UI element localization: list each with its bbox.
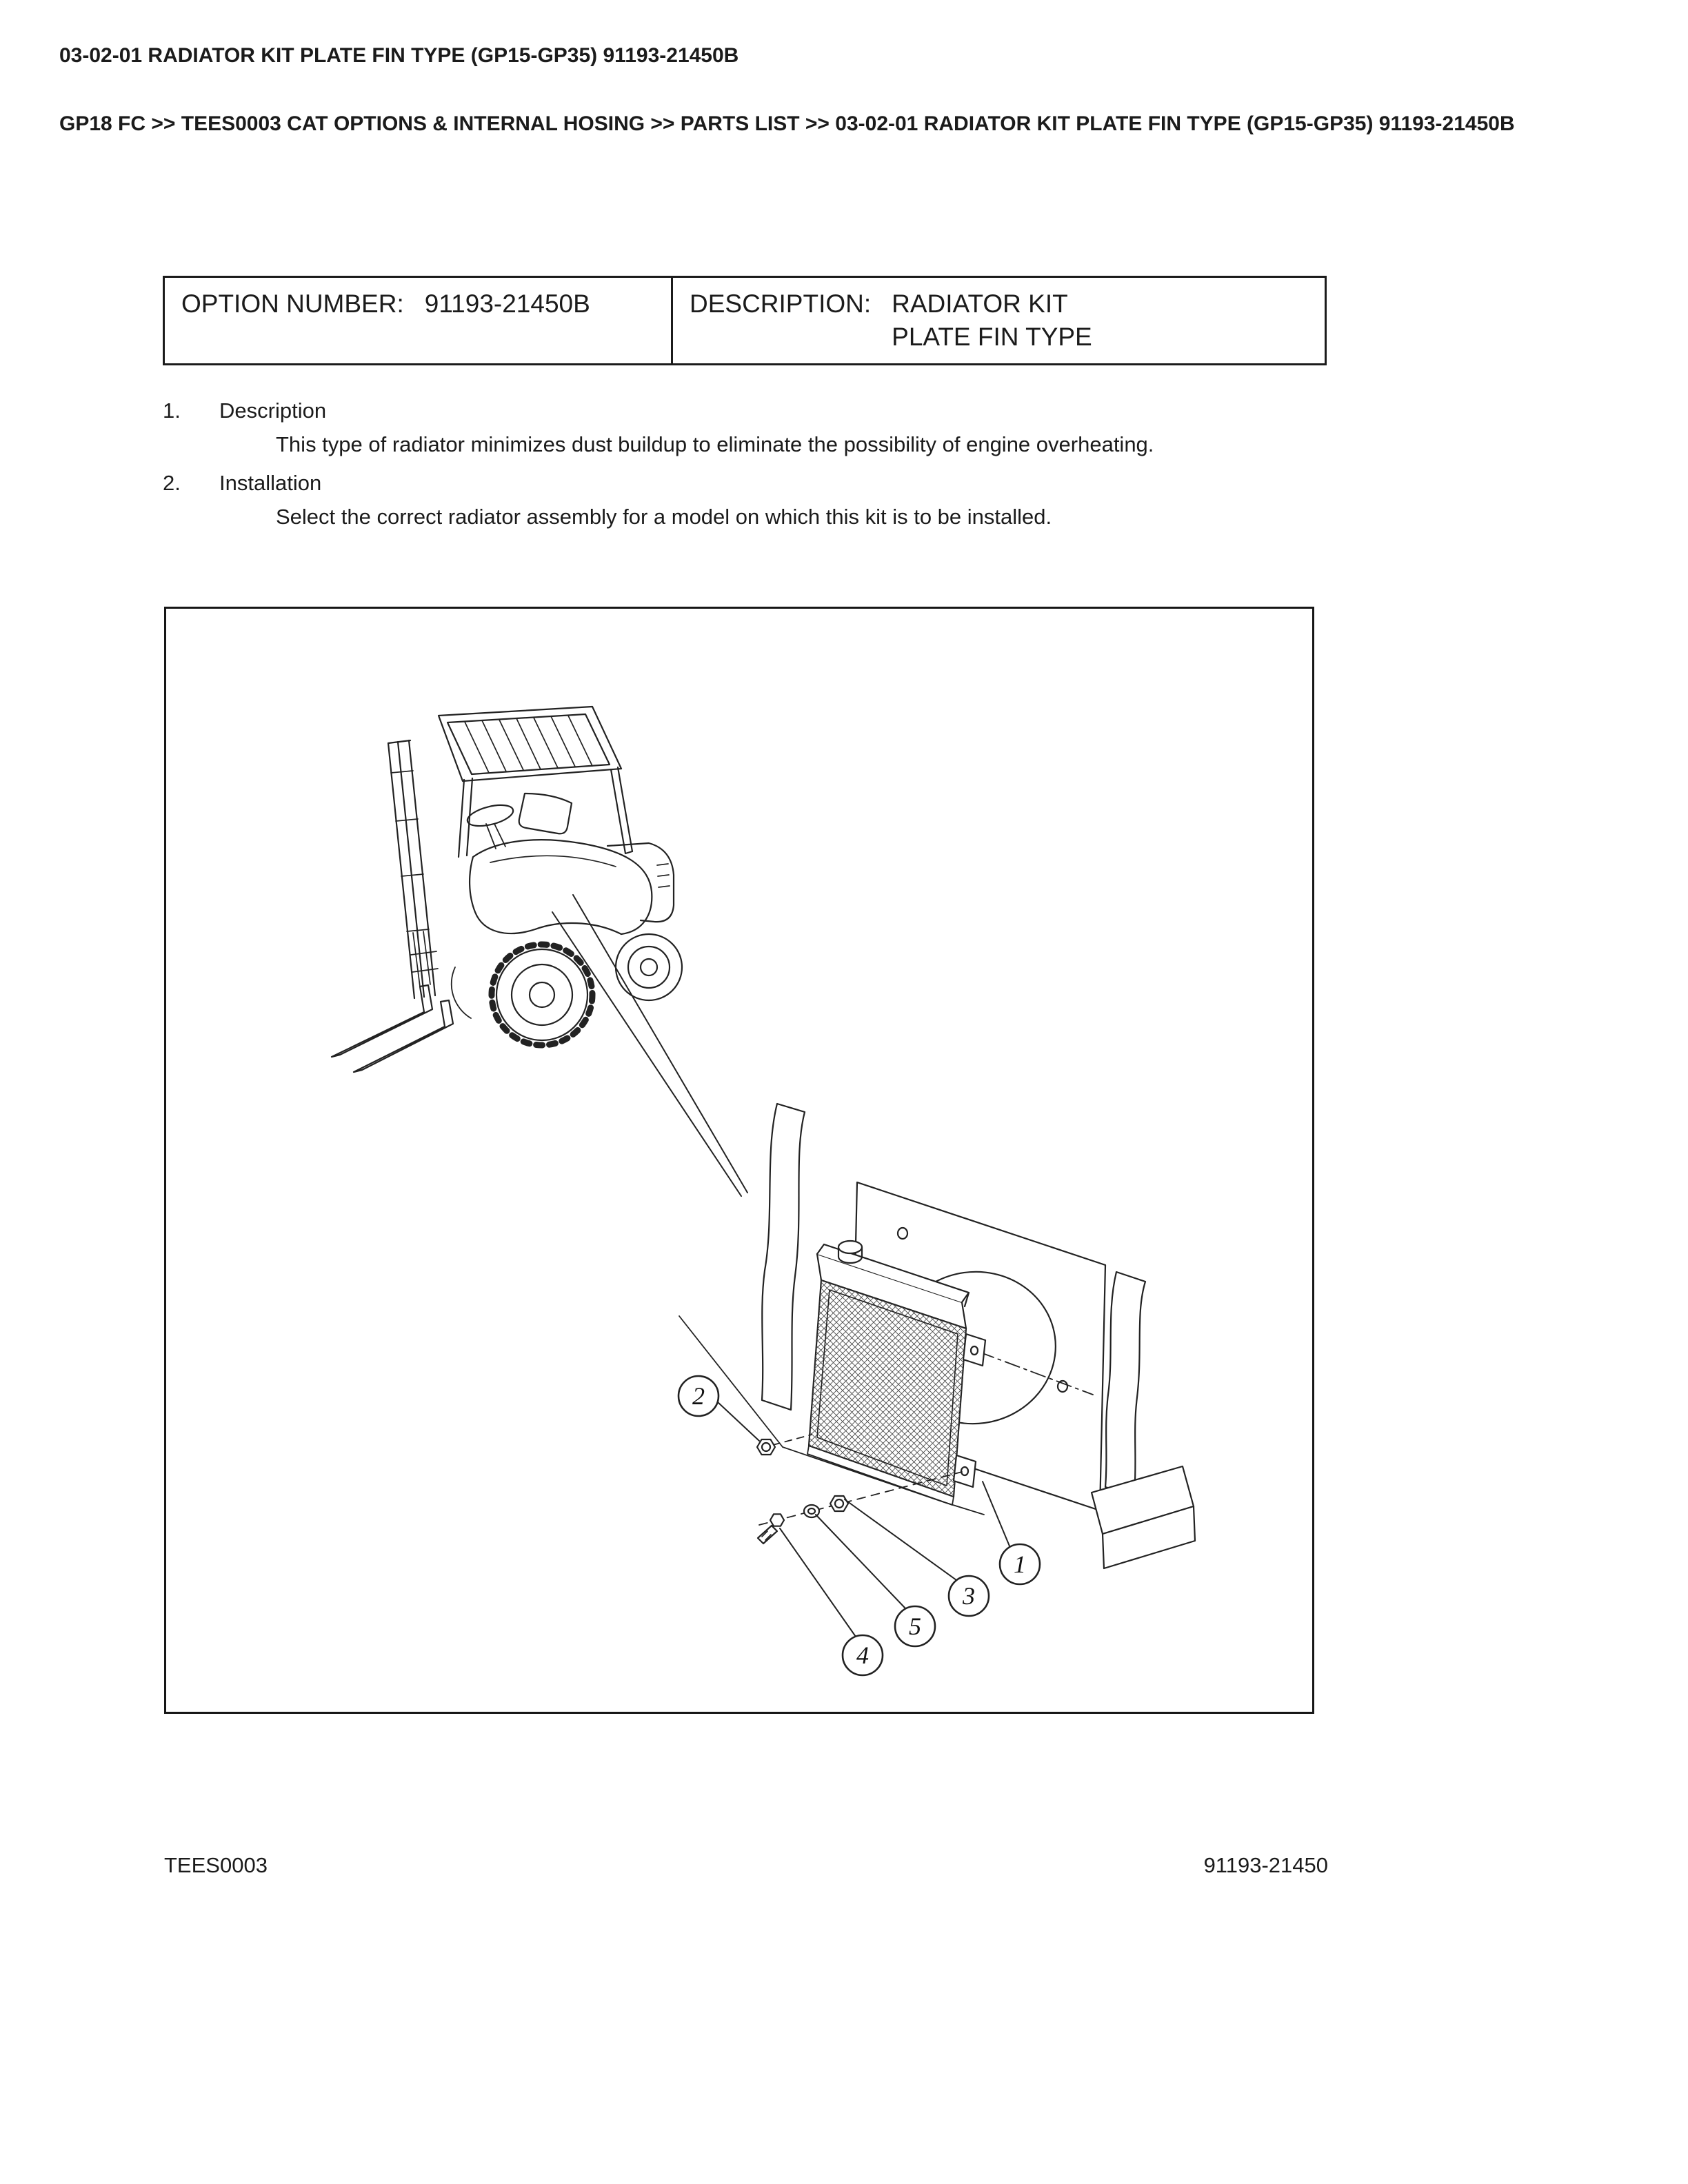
section-title: Description bbox=[219, 398, 327, 423]
description-label: DESCRIPTION: bbox=[690, 290, 872, 318]
radiator-assembly-drawing bbox=[679, 1102, 1196, 1570]
radiator-cap bbox=[837, 1240, 863, 1264]
description-line2: PLATE FIN TYPE bbox=[892, 323, 1092, 352]
option-number-value: 91193-21450B bbox=[424, 290, 590, 318]
forklift-drawing bbox=[330, 705, 683, 1073]
footer-doc-code: TEES0003 bbox=[164, 1853, 268, 1877]
bolt-item-4 bbox=[756, 1513, 785, 1545]
callout-4: 4 bbox=[779, 1528, 884, 1677]
page-footer: TEES0003 91193-21450 bbox=[164, 1853, 1328, 1878]
callout-4-label: 4 bbox=[856, 1641, 869, 1669]
section-body: Select the correct radiator assembly for… bbox=[276, 504, 1052, 529]
option-number-cell: OPTION NUMBER: 91193-21450B bbox=[165, 278, 673, 364]
section-body: This type of radiator minimizes dust bui… bbox=[276, 432, 1154, 456]
description-cell: DESCRIPTION: RADIATOR KIT PLATE FIN TYPE bbox=[673, 278, 1325, 363]
callout-1-label: 1 bbox=[1014, 1550, 1026, 1578]
left-bracket bbox=[761, 1102, 806, 1411]
callout-1: 1 bbox=[982, 1481, 1041, 1586]
figure-box: 2 1 3 5 bbox=[164, 607, 1314, 1714]
option-table: OPTION NUMBER: 91193-21450B DESCRIPTION:… bbox=[163, 276, 1327, 366]
breadcrumb: GP18 FC >> TEES0003 CAT OPTIONS & INTERN… bbox=[59, 112, 1515, 135]
callout-3-label: 3 bbox=[962, 1582, 975, 1610]
figure-drawing: 2 1 3 5 bbox=[330, 705, 1196, 1677]
description-value: RADIATOR KIT PLATE FIN TYPE bbox=[892, 287, 1092, 354]
section-number: 1. bbox=[163, 398, 181, 423]
nut-item-2 bbox=[756, 1438, 776, 1456]
section-title: Installation bbox=[219, 470, 322, 495]
right-bracket bbox=[1104, 1271, 1147, 1497]
callout-5: 5 bbox=[815, 1514, 936, 1648]
page-title: 03-02-01 RADIATOR KIT PLATE FIN TYPE (GP… bbox=[59, 44, 739, 67]
callout-3: 3 bbox=[844, 1499, 990, 1617]
footer-part-number: 91193-21450 bbox=[1203, 1853, 1328, 1877]
section-heading: 2. Installation bbox=[163, 471, 1376, 496]
option-number-label: OPTION NUMBER: bbox=[181, 290, 404, 318]
callout-5-label: 5 bbox=[909, 1612, 921, 1640]
nut-item-3 bbox=[829, 1495, 850, 1513]
callout-2: 2 bbox=[677, 1375, 760, 1442]
section-list: 1. Description This type of radiator min… bbox=[163, 398, 1376, 543]
section-number: 2. bbox=[163, 470, 181, 495]
pointer-lines bbox=[552, 894, 748, 1197]
description-line1: RADIATOR KIT bbox=[892, 290, 1068, 318]
callout-2-label: 2 bbox=[692, 1382, 705, 1410]
section-heading: 1. Description bbox=[163, 398, 1376, 423]
